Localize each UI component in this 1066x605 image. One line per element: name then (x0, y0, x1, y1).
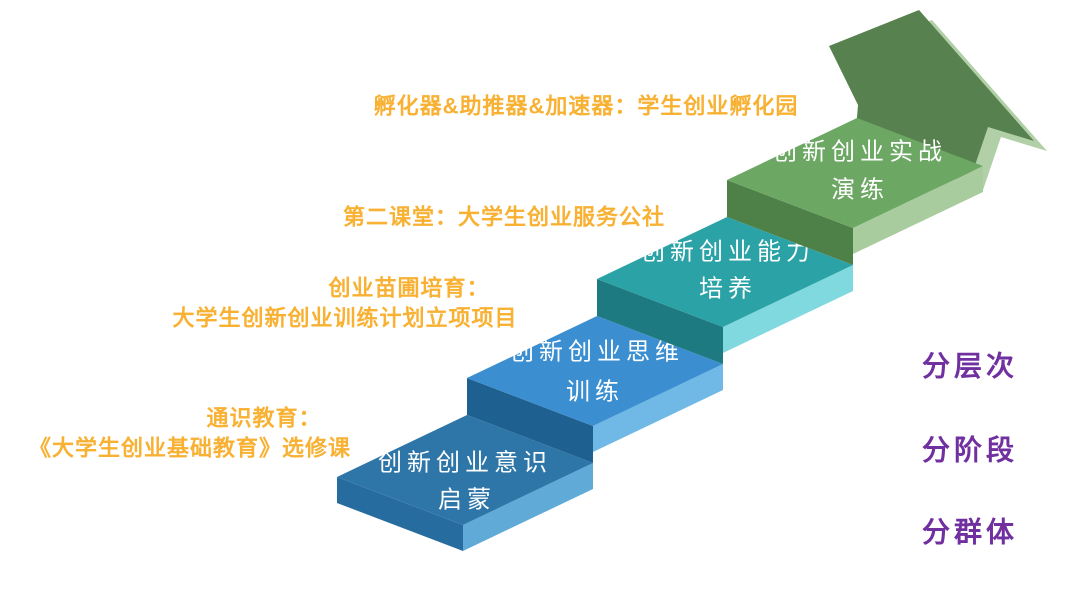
step-1-title-line2: 启蒙 (438, 487, 496, 514)
step-3: 创新创业能力 培养 (597, 217, 853, 364)
stage-label-2-line1: 创业苗圃培育： (327, 276, 489, 301)
step-1-side-face (463, 463, 593, 551)
step-2-side-face (593, 364, 723, 452)
step-4-side-face (853, 166, 983, 254)
step-1-top-face (337, 415, 593, 525)
step-2-title-line1: 创新创业思维 (510, 339, 684, 366)
side-label-1: 分层次 (922, 351, 1018, 382)
step-2-top-face (467, 316, 723, 426)
step-3-riser-face (597, 279, 723, 364)
side-labels: 分层次 分阶段 分群体 (922, 351, 1018, 548)
step-3-side-face (723, 265, 853, 353)
step-3-title-line1: 创新创业能力 (641, 239, 815, 266)
step-1-front-face (337, 477, 463, 551)
step-4-title-line2: 演练 (831, 177, 889, 204)
stage-label-1-line1: 通识教育： (206, 406, 321, 431)
step-4-riser-face (727, 180, 853, 265)
side-label-3: 分群体 (922, 517, 1018, 548)
step-2-riser-face (467, 378, 593, 463)
step-2-title-line2: 训练 (566, 379, 624, 406)
stage-label-3: 第二课堂：大学生创业服务公社 (343, 205, 665, 230)
step-2: 创新创业思维 训练 (467, 316, 723, 463)
step-1-title-line1: 创新创业意识 (378, 450, 552, 477)
step-4: 创新创业实战 演练 (727, 118, 983, 265)
step-3-top-face (597, 217, 853, 327)
step-4-title-line1: 创新创业实战 (773, 139, 947, 166)
step-1: 创新创业意识 启蒙 (337, 415, 593, 551)
step-3-title-line2: 培养 (699, 276, 757, 303)
side-label-2: 分阶段 (922, 434, 1018, 466)
stage-labels: 孵化器&助推器&加速器：学生创业孵化园 第二课堂：大学生创业服务公社 创业苗圃培… (29, 94, 799, 461)
stage-label-1-line2: 《大学生创业基础教育》选修课 (29, 436, 351, 461)
step-4-top-face (727, 118, 983, 228)
stage-label-4: 孵化器&助推器&加速器：学生创业孵化园 (374, 94, 799, 119)
stage-label-2-line2: 大学生创新创业训练计划立项项目 (172, 306, 517, 331)
